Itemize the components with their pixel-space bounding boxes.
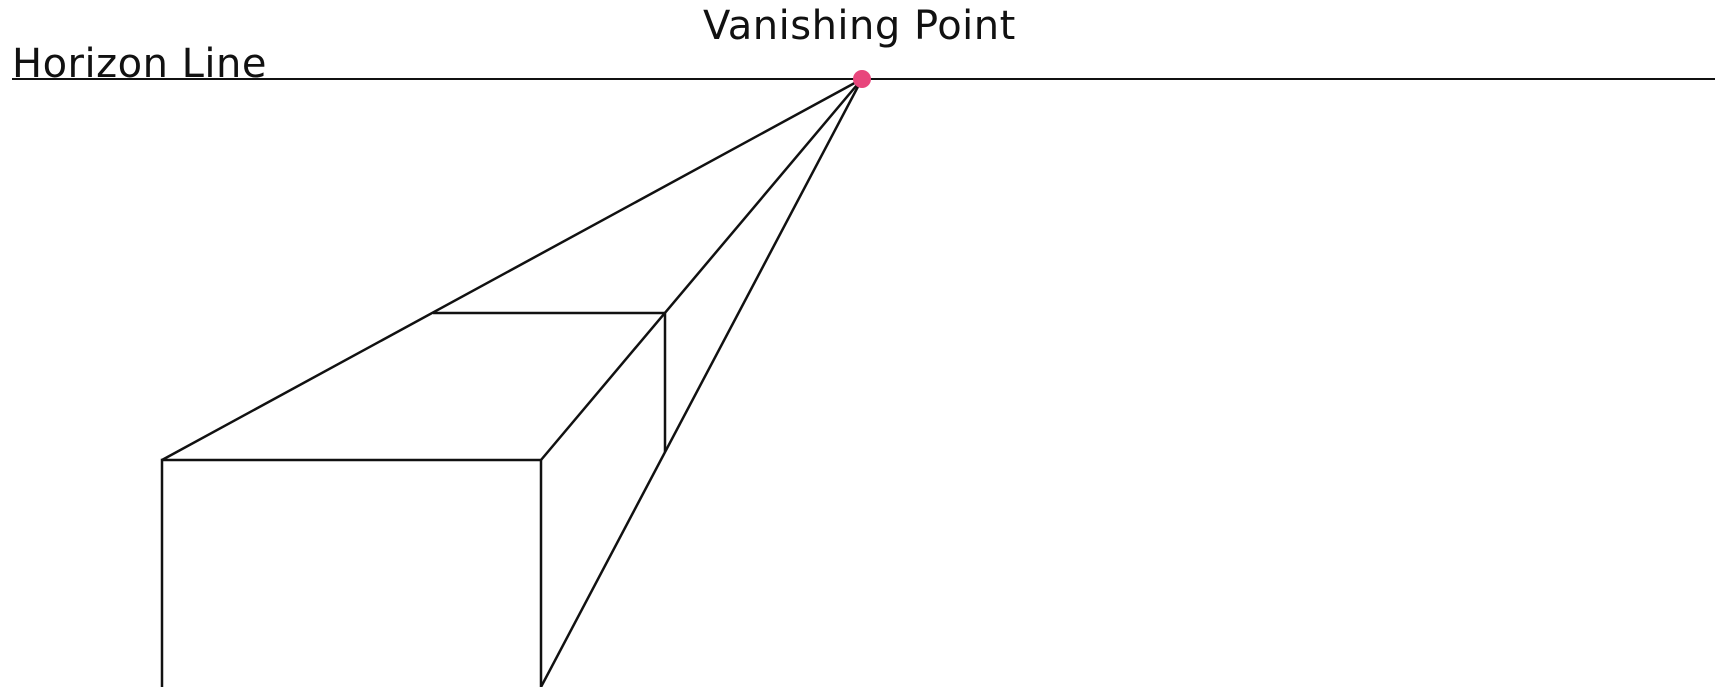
orthogonal-top-right bbox=[540, 78, 863, 461]
box-front-face bbox=[160, 458, 543, 687]
orthogonal-top-left bbox=[161, 77, 863, 462]
vanishing-point-label: Vanishing Point bbox=[703, 3, 1016, 49]
horizon-line-label: Horizon Line bbox=[12, 41, 268, 87]
orthogonal-bottom-right bbox=[539, 78, 864, 687]
vanishing-point-dot bbox=[853, 70, 871, 88]
